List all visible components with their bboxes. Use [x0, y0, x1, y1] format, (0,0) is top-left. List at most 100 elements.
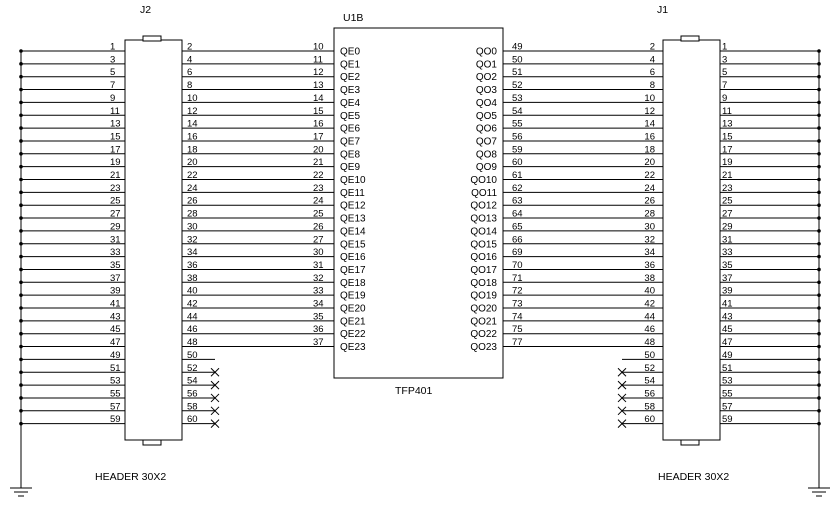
u1-input-signal-label: QE18	[340, 278, 366, 289]
j2-pin-number: 41	[110, 299, 121, 310]
j2-pin-number: 16	[187, 131, 198, 142]
u1-output-signal-label: QO15	[470, 239, 497, 250]
j1-pin-number: 39	[722, 286, 733, 297]
j2-pin-number: 56	[187, 388, 198, 399]
junction-dot	[817, 357, 821, 362]
j1-pin-number: 12	[644, 106, 655, 117]
junction-dot	[19, 203, 23, 207]
j2-pin-number: 25	[110, 196, 121, 207]
j2-pin-number: 54	[187, 376, 198, 387]
j1-pin-number: 11	[722, 106, 732, 117]
j2-pin-number: 1	[110, 42, 115, 53]
j1-pin-number: 15	[722, 131, 733, 142]
u1-output-signal-label: QO17	[470, 265, 497, 276]
u1-output-signal-label: QO16	[470, 252, 497, 263]
u1-pin-number: 37	[313, 337, 324, 348]
j2-pin-number: 57	[110, 401, 121, 412]
u1-input-signal-label: QE13	[340, 214, 366, 225]
u1-pin-number: 34	[313, 299, 324, 310]
j2-pin-number: 55	[110, 388, 121, 399]
u1-output-signal-label: QO13	[470, 214, 497, 225]
j1-designator: J1	[657, 4, 668, 16]
junction-dot	[817, 87, 821, 92]
u1-output-signal-label: QO12	[470, 201, 497, 212]
u1-input-signal-label: QE5	[340, 111, 360, 122]
u1-pin-number: 20	[313, 144, 324, 155]
j1-pin-number: 52	[644, 363, 655, 374]
j1-pin-number: 28	[644, 209, 655, 220]
junction-dot	[817, 113, 821, 118]
junction-dot	[817, 267, 821, 272]
j1-pin-number: 2	[650, 42, 655, 53]
j2-pin-number: 2	[187, 42, 192, 53]
u1-pin-number: 55	[512, 119, 523, 130]
j2-pin-number: 10	[187, 93, 198, 104]
j1-pin-number: 31	[722, 234, 733, 245]
junction-dot	[19, 370, 23, 375]
j2-pin-number: 49	[110, 350, 121, 361]
no-connect-x-icon	[210, 367, 220, 377]
right-ground-symbol	[808, 487, 830, 497]
j1-pin-number: 48	[644, 337, 655, 348]
junction-dot	[19, 74, 23, 79]
junction-dot	[817, 241, 821, 246]
u1-pin-number: 31	[313, 260, 324, 271]
u1-pin-number: 16	[313, 119, 324, 130]
u1-pin-number: 52	[512, 80, 523, 91]
j2-pin-number: 48	[187, 337, 198, 348]
u1-pin-number: 11	[313, 54, 323, 65]
junction-dot	[19, 319, 23, 323]
j2-pin-number: 33	[110, 247, 121, 258]
j2-pin-number: 42	[187, 299, 198, 310]
u1-pin-number: 60	[512, 157, 523, 168]
u1-pin-number: 53	[512, 93, 523, 104]
junction-dot	[19, 139, 23, 143]
junction-dot	[19, 267, 23, 272]
j1-pin-number: 56	[644, 388, 655, 399]
junction-dot	[817, 370, 821, 375]
j1-pin-number: 34	[644, 247, 655, 258]
j2-pin-number: 30	[187, 221, 198, 232]
u1-input-signal-label: QE22	[340, 329, 366, 340]
u1-pin-number: 26	[313, 221, 324, 232]
u1-output-signal-label: QO14	[470, 226, 497, 237]
junction-dot	[817, 190, 821, 195]
junction-dot	[817, 62, 821, 66]
junction-dot	[19, 190, 23, 195]
u1-pin-number: 66	[512, 234, 523, 245]
no-connect-x-icon	[617, 406, 627, 416]
j2-pin-number: 38	[187, 273, 198, 284]
u1-input-signal-label: QE19	[340, 291, 366, 302]
junction-dot	[817, 331, 821, 336]
junction-dot	[817, 344, 821, 349]
j2-pin-number: 53	[110, 376, 121, 387]
j2-pin-number: 11	[110, 106, 120, 117]
j1-pins: 2468101214161820222426283032343638404244…	[622, 42, 821, 426]
j2-pin-number: 44	[187, 311, 198, 322]
junction-dot	[817, 49, 821, 53]
j1-header-body	[662, 39, 721, 441]
u1-input-signal-label: QE3	[340, 85, 360, 96]
j1-pin-number: 16	[644, 131, 655, 142]
j1-pin-number: 3	[722, 54, 727, 65]
j2-pin-number: 27	[110, 209, 121, 220]
junction-dot	[817, 254, 821, 259]
u1-pin-number: 32	[313, 273, 324, 284]
junction-dot	[19, 100, 23, 105]
junction-dot	[817, 203, 821, 207]
j2-pin-number: 18	[187, 144, 198, 155]
junction-dot	[817, 164, 821, 169]
left-ground-symbol	[10, 487, 32, 497]
u1-input-signal-label: QE9	[340, 162, 360, 173]
j2-pin-number: 50	[187, 350, 198, 361]
u1-pin-number: 10	[313, 42, 324, 53]
j1-pin-number: 49	[722, 350, 733, 361]
j2-pin-number: 4	[187, 54, 192, 65]
no-connect-x-icon	[617, 393, 627, 403]
u1-pin-number: 72	[512, 286, 523, 297]
u1-pin-number: 17	[313, 131, 324, 142]
j2-pin-number: 43	[110, 311, 121, 322]
u1-output-signal-label: QO2	[476, 72, 498, 83]
no-connect-x-icon	[210, 393, 220, 403]
j2-pin-number: 23	[110, 183, 121, 194]
